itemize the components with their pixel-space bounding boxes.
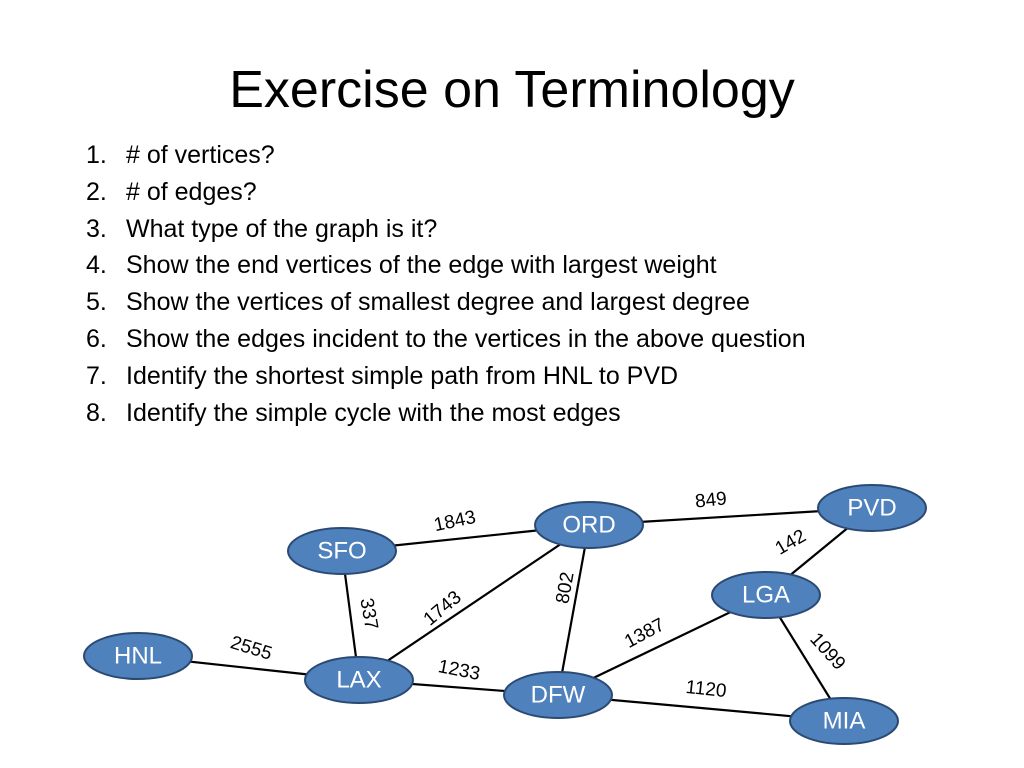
node-label: ORD (562, 511, 615, 538)
edge-weight-label: 1843 (432, 507, 478, 536)
question-text: # of vertices? (126, 141, 275, 169)
node-label: LGA (742, 581, 790, 608)
edge-weight-label: 142 (772, 526, 810, 560)
node-ellipse (711, 571, 821, 619)
edge-weight-label: 1120 (685, 677, 728, 702)
node-label: DFW (531, 681, 586, 708)
question-item: 5. Show the vertices of smallest degree a… (86, 284, 806, 321)
node-label: PVD (847, 494, 896, 521)
question-text: # of edges? (126, 177, 257, 206)
node-ellipse (287, 527, 397, 575)
node-ellipse (304, 656, 414, 704)
edge-weight-label: 849 (694, 488, 728, 512)
node-ellipse (83, 632, 193, 680)
question-number: 1. (86, 141, 107, 169)
node-label: SFO (317, 537, 366, 564)
question-number: 6. (86, 324, 107, 353)
edge-weight-label: 1387 (621, 614, 668, 652)
question-item: 7. Identify the shortest simple path from… (86, 358, 806, 395)
node-label: MIA (823, 707, 866, 734)
edge-lax-ord (358, 524, 590, 681)
question-list: 1. # of vertices? 2. # of edges? 3. What ty… (86, 137, 806, 431)
question-item: 2. # of edges? (86, 174, 806, 211)
edge-weight-label: 1233 (436, 656, 482, 685)
question-text: What type of the graph is it? (126, 214, 438, 243)
node-label: HNL (114, 642, 162, 669)
slide-title: Exercise on Terminology (229, 61, 795, 119)
question-text: Show the vertices of smallest degree and… (126, 288, 750, 317)
question-text: Show the edges incident to the vertices … (126, 324, 806, 353)
question-item: 6. Show the edges incident to the vertice… (86, 321, 806, 358)
node-dfw: DFW (503, 671, 613, 719)
edge-weight-label: 337 (355, 596, 381, 631)
question-number: 2. (86, 177, 107, 206)
question-number: 4. (86, 251, 107, 280)
node-hnl: HNL (83, 632, 193, 680)
question-text: Identify the shortest simple path from H… (126, 361, 679, 390)
node-ord: ORD (534, 501, 644, 549)
node-mia: MIA (789, 697, 899, 745)
question-item: 3. What type of the graph is it? (86, 211, 806, 248)
node-ellipse (817, 484, 927, 532)
node-pvd: PVD (817, 484, 927, 532)
node-ellipse (789, 697, 899, 745)
node-label: LAX (336, 666, 381, 693)
node-ellipse (534, 501, 644, 549)
question-number: 5. (86, 288, 107, 317)
question-item: 1. # of vertices? (86, 137, 806, 174)
question-item: 4. Show the end vertices of the edge with… (86, 247, 806, 284)
question-text: Show the end vertices of the edge with l… (126, 251, 717, 280)
question-number: 3. (86, 214, 107, 243)
node-lga: LGA (711, 571, 821, 619)
question-text: Identify the simple cycle with the most … (126, 398, 621, 427)
question-number: 8. (86, 398, 107, 427)
node-ellipse (503, 671, 613, 719)
nodes-layer: HNL SFO LAX ORD DFW PVD LGA MIA (83, 484, 927, 745)
question-number: 7. (86, 361, 107, 390)
question-item: 8. Identify the simple cycle with the mos… (86, 395, 806, 432)
node-lax: LAX (304, 656, 414, 704)
node-sfo: SFO (287, 527, 397, 575)
edge-weight-label: 2555 (228, 632, 275, 664)
edge-ord-dfw (556, 524, 591, 696)
